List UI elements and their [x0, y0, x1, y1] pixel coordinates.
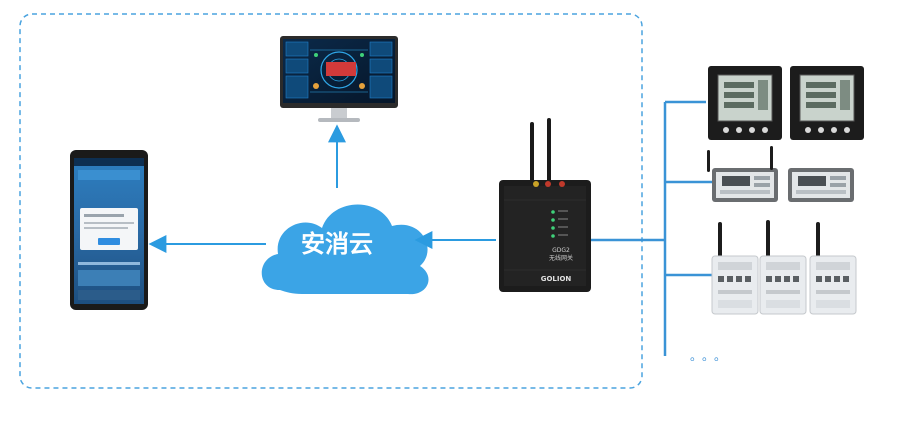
more-devices-dots: 。。。 — [690, 349, 732, 363]
power-meter-1 — [708, 66, 782, 140]
gateway-device: GDG2 无线网关 GOLION — [499, 118, 591, 292]
power-meter-2 — [790, 66, 864, 140]
wireless-module-1 — [707, 146, 778, 202]
device-bus — [591, 100, 714, 356]
detector-1 — [711, 222, 759, 315]
monitor-icon — [280, 36, 398, 122]
gateway-model: GDG2 — [552, 247, 570, 254]
cloud-icon: 安消云 — [261, 204, 429, 295]
detector-2 — [759, 220, 807, 315]
phone-icon — [70, 150, 148, 310]
gateway-name: 无线网关 — [549, 254, 573, 262]
wireless-module-2 — [788, 168, 854, 202]
detector-3 — [809, 222, 857, 315]
gateway-brand: GOLION — [541, 275, 572, 283]
platform-boundary — [19, 13, 643, 389]
cloud-label: 安消云 — [301, 230, 373, 258]
